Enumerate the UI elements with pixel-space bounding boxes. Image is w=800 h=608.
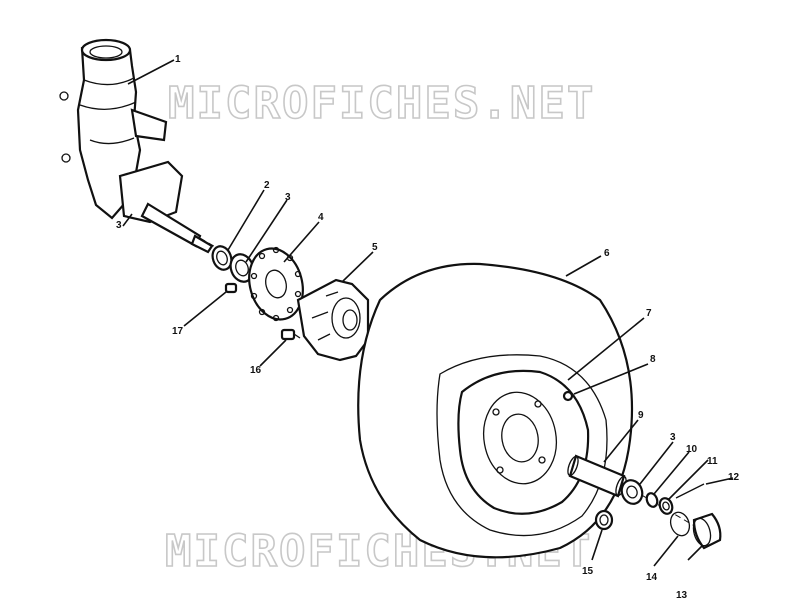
brake-disc — [248, 246, 304, 322]
callout-13: 13 — [676, 590, 688, 601]
callout-3-bearing-inner: 3 — [285, 192, 291, 203]
callout-4: 4 — [318, 212, 324, 223]
wheel-hub — [296, 278, 370, 362]
bearing-outer — [620, 479, 644, 505]
cotter-pin — [675, 483, 705, 499]
o-ring — [669, 511, 691, 537]
watermark-top: MICROFICHES.NET — [168, 78, 595, 129]
callout-3-bearing-outer: 3 — [670, 432, 676, 443]
washer — [645, 492, 659, 508]
callout-3-spindle: 3 — [116, 220, 122, 231]
rim — [457, 369, 590, 515]
bolt — [280, 328, 301, 341]
callout-14: 14 — [646, 572, 658, 583]
valve-stem — [562, 390, 574, 402]
lug-nut — [594, 509, 614, 531]
callout-11: 11 — [707, 456, 718, 467]
callout-7: 7 — [646, 308, 652, 319]
callout-10: 10 — [686, 444, 698, 455]
bolt-small — [224, 282, 238, 294]
callout-9: 9 — [638, 410, 644, 421]
callout-2: 2 — [264, 180, 270, 191]
callout-5: 5 — [372, 242, 378, 253]
callout-15: 15 — [582, 566, 594, 577]
callout-17: 17 — [172, 326, 184, 337]
callout-labels: 1 2 3 3 4 5 6 7 8 9 3 10 11 12 13 14 15 … — [116, 54, 740, 601]
callout-12: 12 — [728, 472, 740, 483]
spindle-knuckle — [59, 38, 214, 254]
castle-nut — [658, 497, 674, 515]
seal — [211, 245, 233, 271]
callout-6: 6 — [604, 248, 610, 259]
dust-cap — [692, 512, 722, 550]
leader-lines — [122, 59, 734, 567]
callout-1: 1 — [175, 54, 181, 65]
callout-8: 8 — [650, 354, 656, 365]
callout-16: 16 — [250, 365, 262, 376]
